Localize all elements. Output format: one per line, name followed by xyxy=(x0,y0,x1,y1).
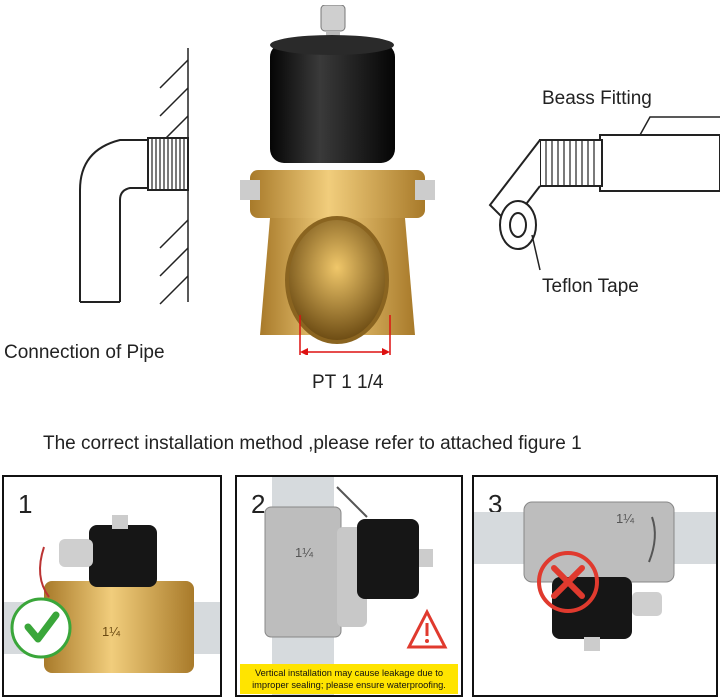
figure-panel-3: 3 1¼ xyxy=(472,475,718,697)
upside-down-valve-image xyxy=(474,501,716,651)
figure-panel-1: 1 1¼ xyxy=(2,475,222,697)
connection-of-pipe-label: Connection of Pipe xyxy=(4,342,165,363)
vertical-installation-warning: Vertical installation may cause leakage … xyxy=(240,664,458,694)
check-icon xyxy=(24,611,60,643)
valve-mark: 1¼ xyxy=(102,624,121,639)
installation-instruction: The correct installation method ,please … xyxy=(43,433,582,454)
brass-solenoid-valve xyxy=(240,5,435,355)
horizontal-valve-image xyxy=(4,515,220,673)
valve-mark: 1¼ xyxy=(616,511,635,526)
teflon-tape-label: Teflon Tape xyxy=(542,276,639,297)
valve-mark: 1¼ xyxy=(295,545,314,560)
figure-panel-2: 2 1¼ xyxy=(235,475,463,697)
port-size-label: PT 1 1/4 xyxy=(312,372,384,393)
cross-icon xyxy=(537,551,599,613)
vertical-valve-image xyxy=(264,477,448,695)
brass-fitting-drawing xyxy=(488,116,720,271)
brass-fitting-label: Beass Fitting xyxy=(542,88,652,109)
panel-number: 2 xyxy=(251,489,266,519)
pipe-elbow-drawing xyxy=(79,48,189,305)
panel-number: 3 xyxy=(488,489,503,519)
panel-number: 1 xyxy=(18,489,33,519)
